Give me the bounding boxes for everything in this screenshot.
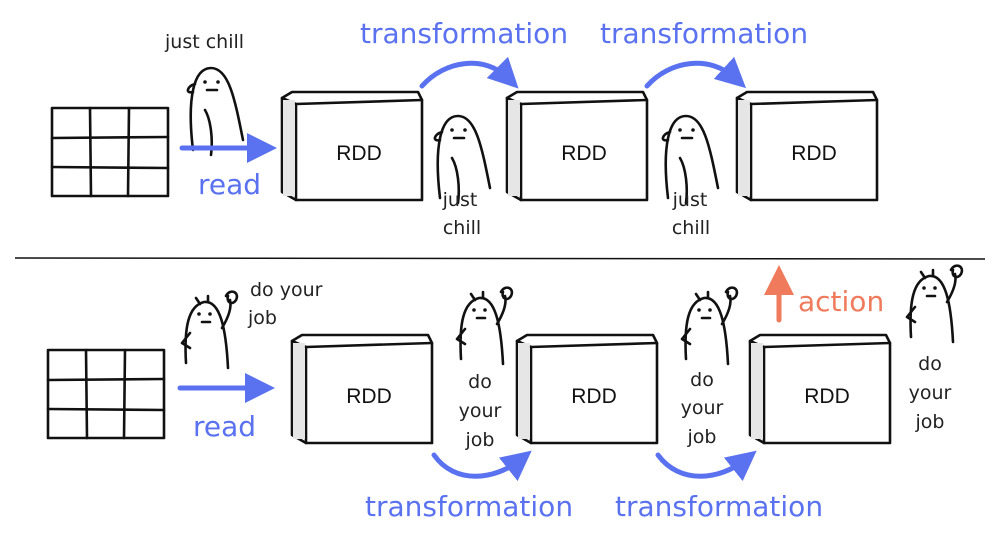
job-line1: do your [250, 279, 323, 301]
read-label: read [198, 168, 261, 201]
stack-do: do [918, 353, 942, 375]
stack-job: job [465, 429, 495, 451]
stack-job: job [687, 426, 717, 448]
worker-figure-icon [180, 290, 239, 370]
transformation-arrow [655, 450, 757, 482]
action-label: action [798, 285, 884, 318]
stack-your: your [681, 397, 724, 419]
transformation-label: transformation [365, 490, 573, 523]
top-row: just chill read RDD RDD RDD transformati… [50, 17, 879, 239]
rdd-label: RDD [336, 142, 382, 165]
rdd-label: RDD [346, 385, 392, 408]
worker-figure-icon [680, 286, 739, 366]
stack-job: job [915, 411, 945, 433]
stack-your: your [909, 382, 952, 404]
data-source-table-icon [46, 348, 166, 440]
transformation-label: transformation [360, 17, 568, 50]
chill-line2: chill [443, 217, 481, 239]
bottom-row: do your job read RDD RDD RDD do your job… [46, 264, 964, 523]
mood-label: just chill [164, 31, 244, 53]
transformation-label: transformation [600, 17, 808, 50]
rdd-label: RDD [571, 385, 617, 408]
transformation-arrow [644, 56, 747, 89]
stack-do: do [468, 371, 492, 393]
chill-line2: chill [672, 217, 710, 239]
worker-figure-icon [455, 286, 514, 366]
transformation-arrow [419, 56, 519, 89]
read-label: read [193, 410, 256, 443]
rdd-label: RDD [561, 142, 607, 165]
stack-do: do [690, 369, 714, 391]
job-line2: job [247, 307, 277, 329]
rdd-label: RDD [791, 142, 837, 165]
worker-figure-icon [905, 264, 964, 344]
transformation-arrow [431, 450, 532, 482]
stack-your: your [459, 400, 502, 422]
rdd-label: RDD [804, 385, 850, 408]
chill-figure-icon [186, 66, 245, 157]
transformation-label: transformation [615, 490, 823, 523]
divider [14, 257, 986, 260]
chill-line1: just [672, 189, 708, 211]
chill-line1: just [442, 189, 478, 211]
data-source-table-icon [50, 106, 170, 198]
